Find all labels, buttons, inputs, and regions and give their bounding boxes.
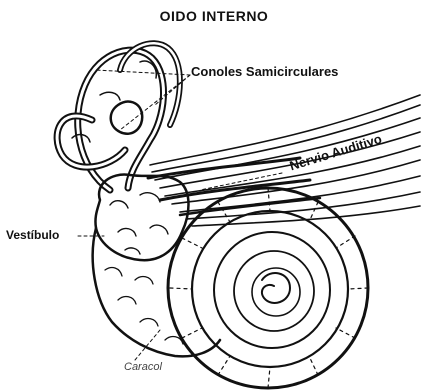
label-vestibule: Vestíbulo (6, 229, 59, 241)
semicircular-canals (57, 43, 180, 190)
label-cochlea: Caracol (124, 362, 162, 373)
label-semicircular-canals: Conoles Samicirculares (191, 65, 338, 78)
cochlea (168, 188, 368, 388)
